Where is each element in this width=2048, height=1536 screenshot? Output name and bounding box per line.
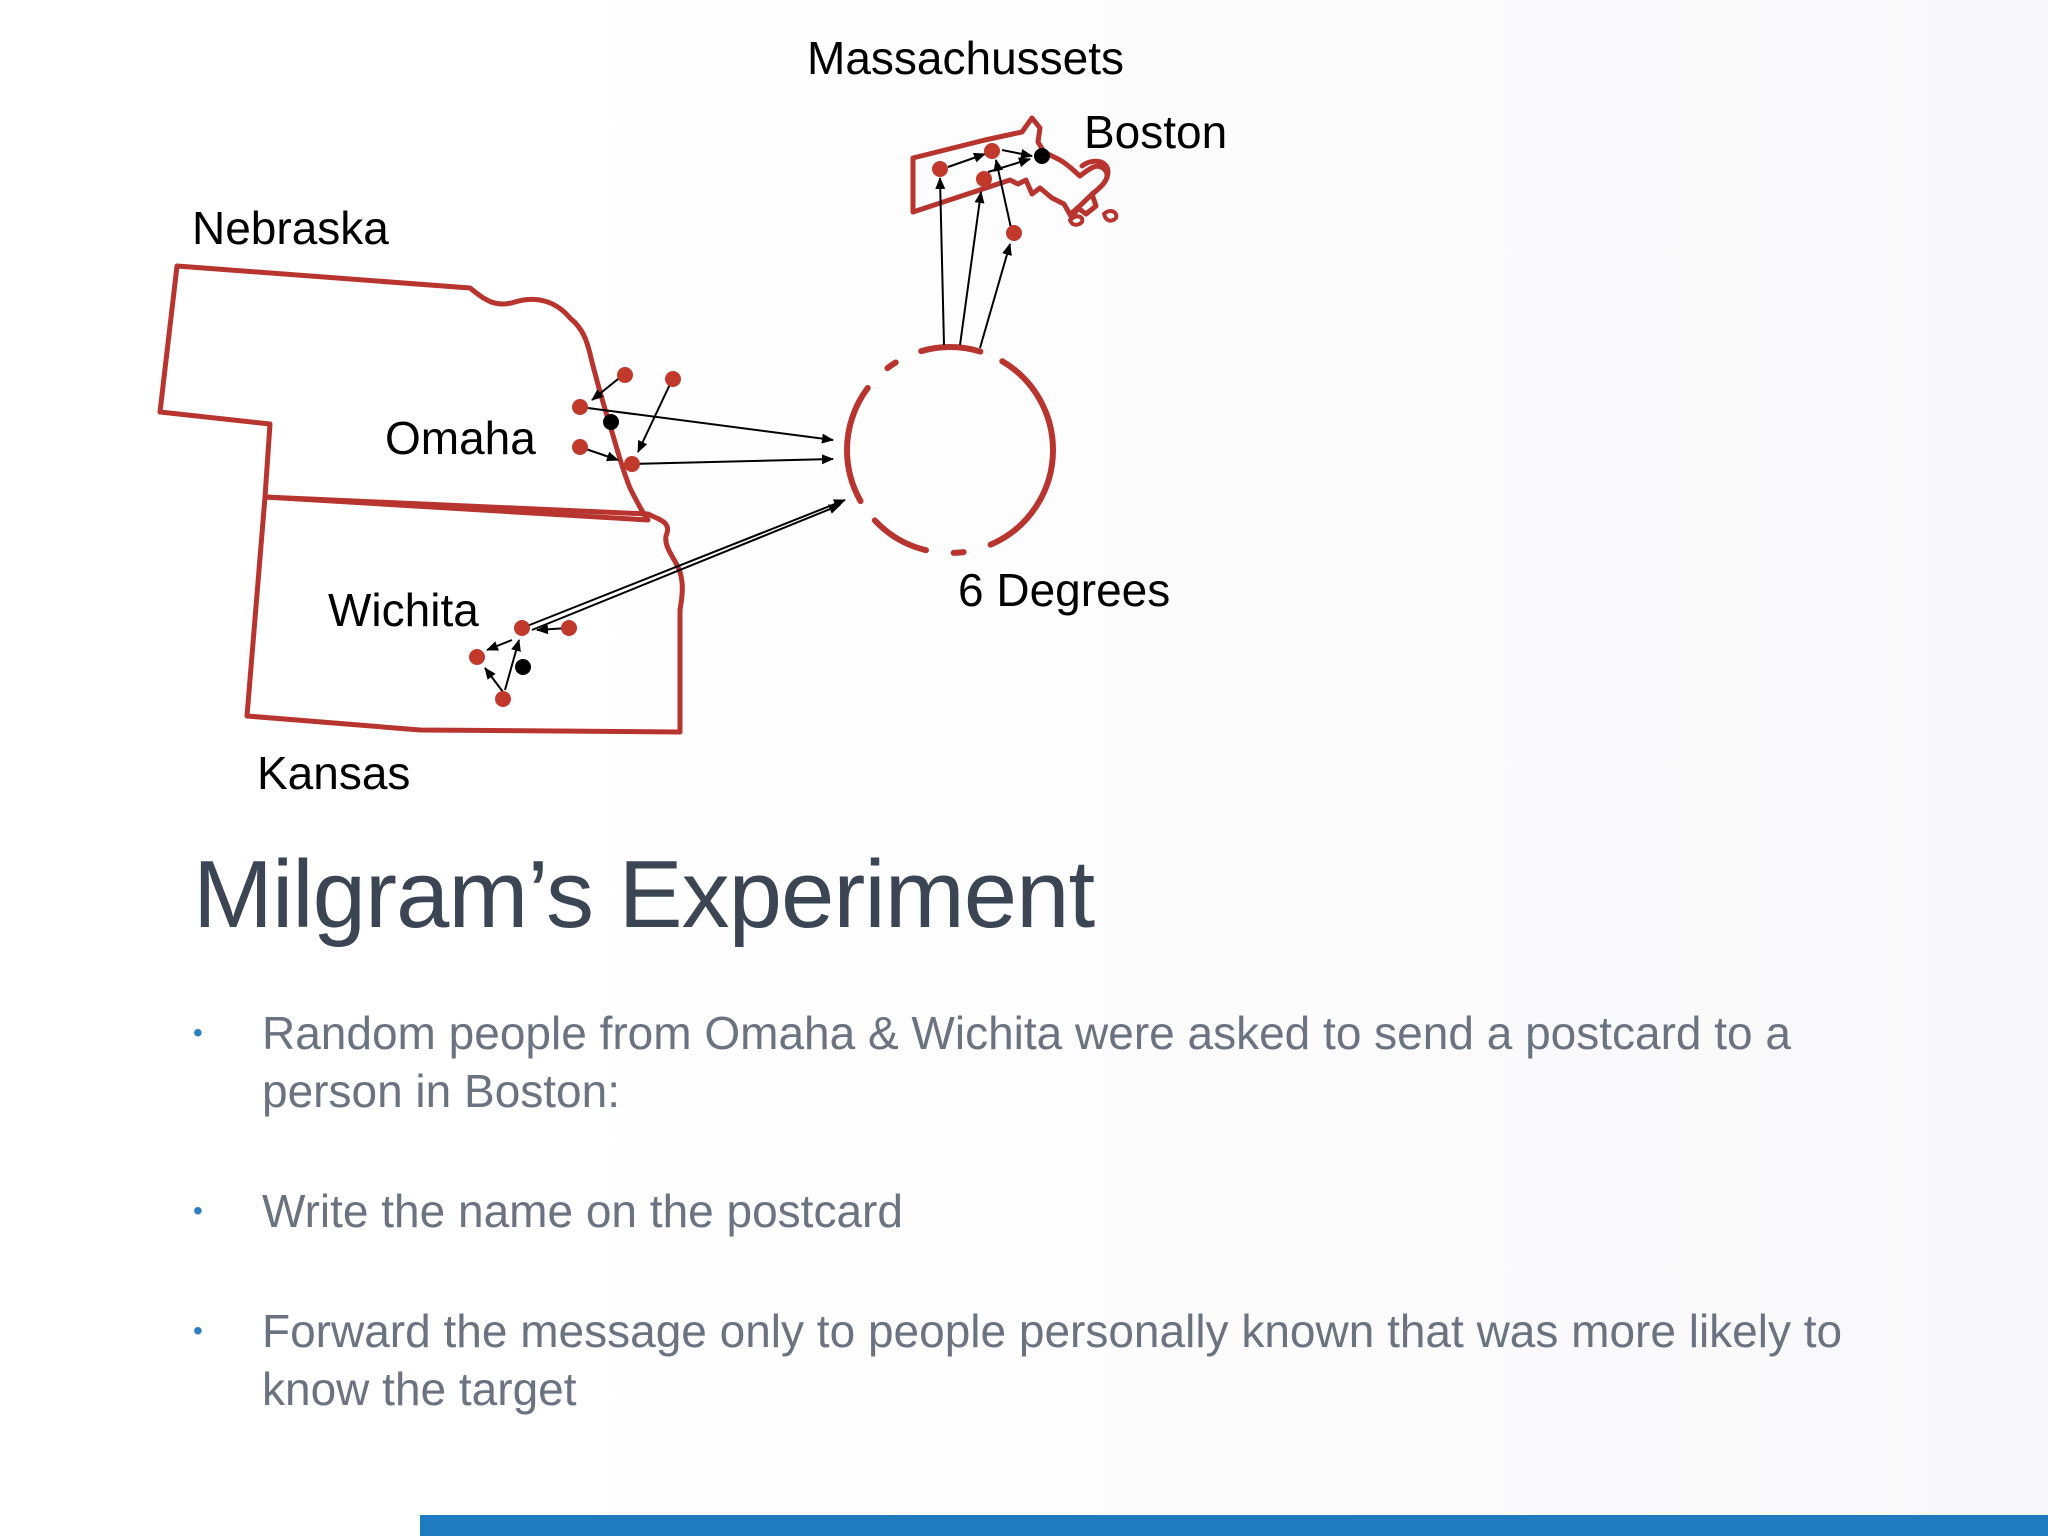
bottom-accent-bar <box>420 1515 2048 1536</box>
arrow <box>631 454 834 465</box>
arrow <box>531 504 841 631</box>
target-dot <box>515 659 531 675</box>
boston-label: Boston <box>1084 106 1227 158</box>
arrow <box>591 374 624 401</box>
person-dot <box>984 143 1000 159</box>
bullet-item: • Write the name on the postcard <box>190 1182 1870 1240</box>
bullet-text: Write the name on the postcard <box>262 1185 903 1237</box>
person-dot <box>976 171 992 187</box>
target-dot <box>1034 148 1050 164</box>
arrow <box>979 243 1012 349</box>
person-dot <box>932 161 948 177</box>
arrow <box>959 191 985 346</box>
arrow <box>1001 148 1033 159</box>
six-degrees-label: 6 Degrees <box>958 564 1170 616</box>
arrow <box>947 152 986 168</box>
person-dot <box>624 456 640 472</box>
bullet-item: • Random people from Omaha & Wichita wer… <box>190 1004 1870 1120</box>
arrow <box>993 159 1012 229</box>
bullet-marker-icon: • <box>193 1017 203 1048</box>
arrow <box>521 499 846 629</box>
person-dot <box>495 691 511 707</box>
arrow <box>579 406 834 444</box>
bullet-marker-icon: • <box>193 1195 203 1226</box>
person-dot <box>617 367 633 383</box>
person-dot <box>1006 225 1022 241</box>
person-dot <box>572 439 588 455</box>
island-1 <box>1067 214 1085 227</box>
target-dot <box>603 414 619 430</box>
person-dot <box>665 371 681 387</box>
cape-cod-hook <box>1067 158 1111 217</box>
bullet-text: Forward the message only to people perso… <box>262 1305 1843 1415</box>
arrow <box>504 639 521 691</box>
target-dots <box>515 148 1050 675</box>
person-dot <box>514 620 530 636</box>
six-degrees-circle <box>844 344 1056 556</box>
bullet-list: • Random people from Omaha & Wichita wer… <box>190 1004 1870 1418</box>
bullet-marker-icon: • <box>193 1315 203 1346</box>
arrow <box>486 639 513 651</box>
wichita-label: Wichita <box>328 584 479 636</box>
arrow <box>484 667 504 693</box>
island-2 <box>1101 209 1119 223</box>
bullet-text: Random people from Omaha & Wichita were … <box>262 1007 1792 1117</box>
person-dot <box>572 399 588 415</box>
arrow <box>987 157 1031 173</box>
person-dots <box>469 143 1022 707</box>
nebraska-outline <box>157 263 651 523</box>
person-dot <box>469 649 485 665</box>
slide-title: Milgram’s Experiment <box>193 841 1095 948</box>
arrows <box>484 148 1033 693</box>
person-dot <box>561 620 577 636</box>
omaha-label: Omaha <box>385 412 536 464</box>
arrow <box>935 177 946 346</box>
bullet-item: • Forward the message only to people per… <box>190 1302 1870 1418</box>
massachusetts-label: Massachussets <box>807 32 1124 84</box>
massachusetts-outline <box>910 115 1110 221</box>
kansas-outline <box>244 494 685 735</box>
kansas-label: Kansas <box>257 747 410 799</box>
nebraska-label: Nebraska <box>192 202 389 254</box>
